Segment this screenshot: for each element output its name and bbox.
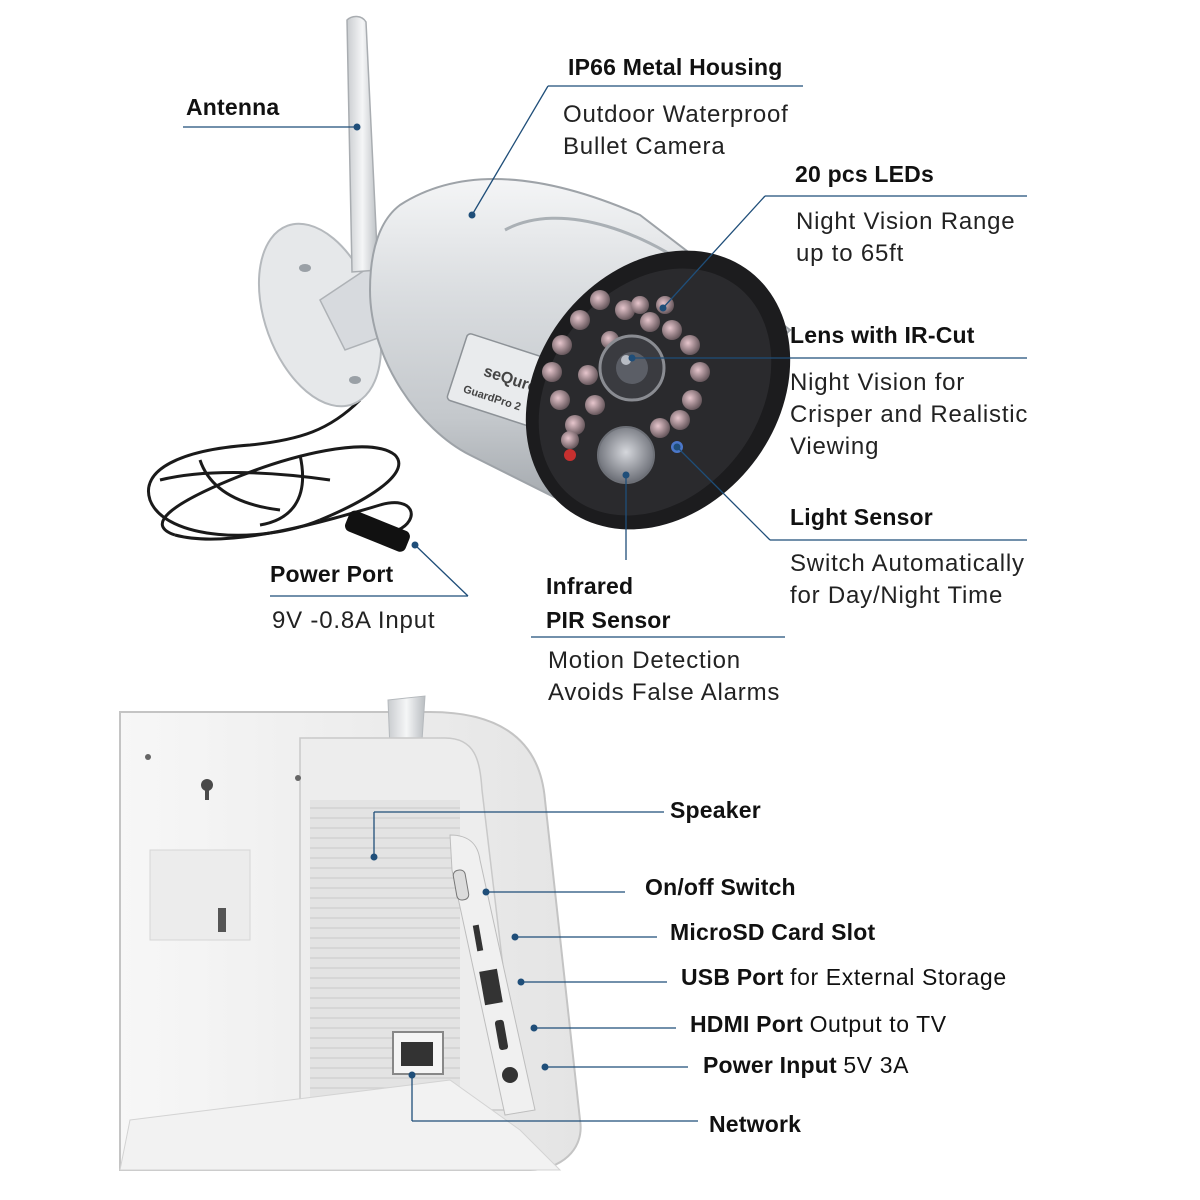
antenna-title: Antenna	[186, 94, 280, 120]
leds-title: 20 pcs LEDs	[795, 161, 934, 187]
housing-title: IP66 Metal Housing	[568, 54, 783, 80]
light-sensor-desc: Switch Automatically for Day/Night Time	[790, 550, 1025, 609]
hdmi-label: HDMI Port Output to TV	[690, 1011, 947, 1037]
usb-label: USB Port for External Storage	[681, 964, 1007, 990]
pir-desc: Motion Detection Avoids False Alarms	[548, 647, 781, 706]
lens-title: Lens with IR-Cut	[790, 322, 975, 348]
network-title: Network	[709, 1111, 802, 1137]
led-array	[542, 290, 710, 449]
power-port-title: Power Port	[270, 561, 394, 587]
light-sensor-title: Light Sensor	[790, 504, 933, 530]
switch-title: On/off Switch	[645, 874, 796, 900]
leds-desc: Night Vision Range up to 65ft	[796, 208, 1016, 267]
sd-title: MicroSD Card Slot	[670, 919, 876, 945]
power-port-desc: 9V -0.8A Input	[272, 607, 436, 634]
power-input-label: Power Input 5V 3A	[703, 1052, 910, 1078]
monitor-body	[119, 695, 582, 1171]
power-cable	[147, 398, 413, 541]
speaker-title: Speaker	[670, 797, 761, 823]
pir-title: Infrared PIR Sensor	[546, 573, 671, 633]
lens-desc: Night Vision for Crisper and Realistic V…	[790, 369, 1029, 460]
housing-desc: Outdoor Waterproof Bullet Camera	[563, 101, 789, 160]
